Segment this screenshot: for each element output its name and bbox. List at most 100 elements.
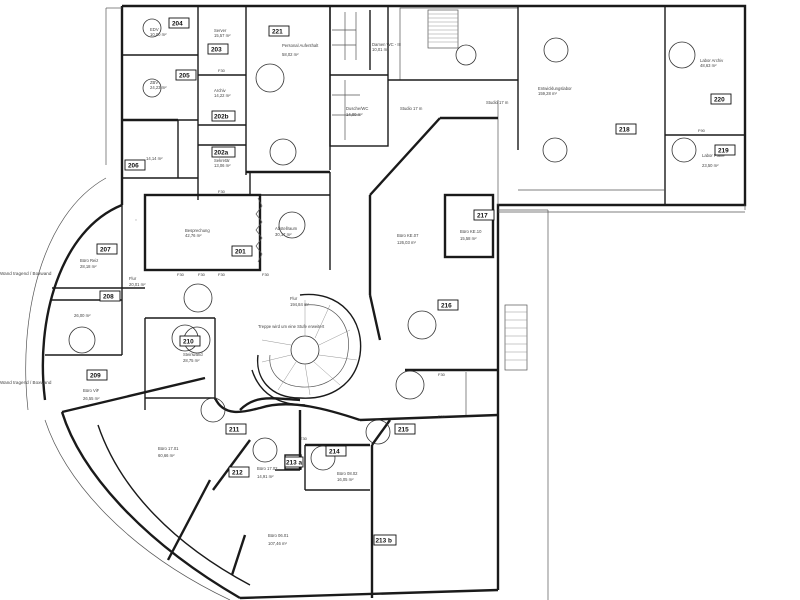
room-area-220: 48,63 m² [700,63,717,68]
room-tag-215[interactable]: 215 [394,423,416,435]
room-tag-210[interactable]: 210 [179,335,201,347]
flur-small-label: Flur [129,276,137,281]
room-tag-208[interactable]: 208 [99,290,121,302]
wand-note-bottom: Wand tragend / Boxwand [0,380,52,385]
room-tag-211[interactable]: 211 [225,423,247,435]
room-name-218: Entwicklungslabor [538,86,572,91]
room-tag-205[interactable]: 205 [175,69,197,81]
spiral-staircase [251,293,362,406]
room-name-207: Büro Reiz [80,258,98,263]
svg-text:204: 204 [172,21,183,28]
room-tag-216[interactable]: 216 [437,299,459,311]
room-area-207: 28,18 m² [80,264,97,269]
room-tag-201[interactable]: 201 [231,245,253,257]
svg-text:218: 218 [619,127,630,134]
room-labels: EDV 10,00 m² Server 15,57 m² Personal Au… [0,27,725,546]
room-tag-209[interactable]: 209 [86,369,108,381]
room-area-210: 28,75 m² [183,358,200,363]
room-area-201: 42,76 m² [185,233,202,238]
door-labels: F30 F30 F30 F30 F30 F30 F30 F30 T30 F90 [177,68,706,441]
treppe-note: Treppe wird um eine Stufe erweitert [258,324,325,329]
studio2-label: Studio 17 m [486,100,509,105]
room-tag-221[interactable]: 221 [268,25,290,37]
abstell-label: Abstellraum [275,226,298,231]
room-tag-219[interactable]: 219 [714,144,736,156]
room-tag-214[interactable]: 214 [325,445,347,457]
abstell-area: 30,17 m² [275,232,292,237]
room-area-209: 26,55 m² [83,396,100,401]
room-area-221: 58,02 m² [282,52,299,57]
room-area-205: 24,23 m² [150,85,167,90]
svg-text:215: 215 [398,427,409,434]
room-name-204: EDV [150,27,159,32]
wc-label: Damen WC - III [372,42,401,47]
svg-text:201: 201 [235,249,246,256]
svg-text:203: 203 [211,47,222,54]
svg-text:221: 221 [272,29,283,36]
room-name-213b: Büro 06.01 [268,533,289,538]
room-area-big: 60,66 m² [158,453,175,458]
room-area-212: 14,91 m² [257,474,274,479]
door-label: F30 [438,414,446,419]
svg-text:205: 205 [179,73,190,80]
room-area-214: 16,05 m² [337,477,354,482]
circle-markers [68,18,697,471]
studio1-label: Studio 17 m [400,106,423,111]
svg-text:209: 209 [90,373,101,380]
room-area-203: 15,57 m² [214,33,231,38]
svg-text:212: 212 [232,470,243,477]
room-tag-202a[interactable]: 202a [211,146,236,158]
room-area-204: 10,00 m² [150,32,167,37]
room-name-217: Büro KE.10 [460,229,482,234]
room-tags: 204 203 221 205 202b 202a 206 201 [86,17,736,546]
room-tag-207[interactable]: 207 [96,243,118,255]
svg-text:219: 219 [718,148,729,155]
door-label: F30 [218,189,226,194]
door-label: F30 [218,272,226,277]
room-name-203: Server [214,28,227,33]
room-name-219: Labor Pläne [702,153,725,158]
room-name-201: Besprechung [185,228,210,233]
room-name-210: Steinwand [183,352,203,357]
room-tag-218[interactable]: 218 [615,123,637,135]
room-tag-213a[interactable]: 213 a [284,456,304,468]
room-name-212: Büro 17.02 [257,466,278,471]
svg-text:211: 211 [229,427,240,434]
dusche-area: 14,00 m² [346,112,363,117]
door-label: F30 [438,372,446,377]
room-area-213b: 107,46 m² [268,541,287,546]
svg-text:216: 216 [441,303,452,310]
svg-text:214: 214 [329,449,340,456]
room-tag-203[interactable]: 203 [207,43,229,55]
door-label: F30 [198,272,206,277]
room-tag-220[interactable]: 220 [710,93,732,105]
room-tag-202b[interactable]: 202b [211,110,236,122]
flur-small-area: 20,01 m² [129,282,146,287]
room-tag-204[interactable]: 204 [168,17,190,29]
door-label: F30 [218,68,226,73]
svg-text:213 a: 213 a [286,460,302,467]
room-tag-217[interactable]: 217 [473,209,495,221]
room-area-216: 126,03 m² [397,240,416,245]
room-area-219: 23,50 m² [702,163,719,168]
svg-text:217: 217 [477,213,488,220]
svg-text:213 b: 213 b [376,538,392,545]
room-area-218: 159,28 m² [538,91,557,96]
wand-note-top: Wand tragend / Boxwand [0,271,52,276]
door-label: F90 [698,128,706,133]
room-name-214: Büro 08.02 [337,471,358,476]
svg-text:202a: 202a [214,150,229,157]
svg-text:220: 220 [714,97,725,104]
svg-text:207: 207 [100,247,111,254]
room-name-202b: Archiv [214,88,227,93]
svg-text:208: 208 [103,294,114,301]
svg-text:210: 210 [183,339,194,346]
room-tag-212[interactable]: 212 [228,466,250,478]
room-name-216: Büro KE.07 [397,233,419,238]
room-tag-206[interactable]: 206 [124,159,146,171]
room-name-205: ZBV [150,80,158,85]
door-label: T30 [300,436,308,441]
room-name-202a: Sekretär [214,158,230,163]
room-tag-213b[interactable]: 213 b [373,534,397,546]
